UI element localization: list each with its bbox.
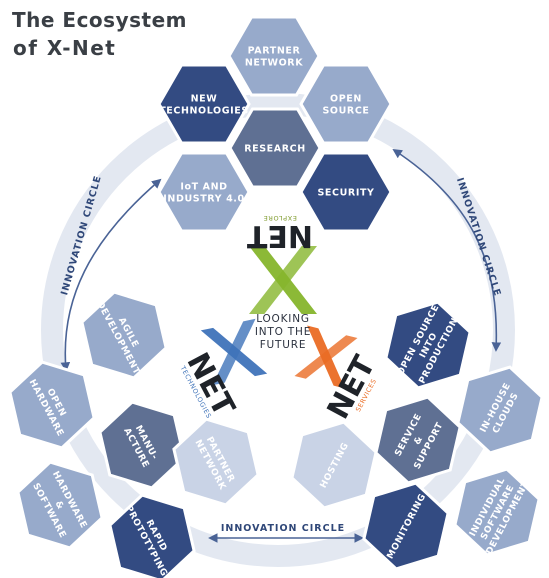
hex-partner-network-tech [172, 417, 260, 507]
innovation-label-bottom: INNOVATION CIRCLE [221, 523, 345, 534]
hex-open-hardware [8, 360, 96, 450]
hex-label-research: RESEARCH [244, 143, 306, 154]
cluster-services [290, 300, 544, 571]
hex-rapid-prototyping [108, 493, 196, 578]
hex-hosting [290, 420, 378, 510]
hex-new-technologies [157, 63, 251, 145]
brand-explore-net: NET [246, 218, 313, 253]
innovation-arrow-left [60, 178, 162, 372]
brand-explore-sub: EXPLORE [263, 214, 297, 222]
hex-individual-software-dev [453, 467, 541, 557]
hex-label-line: & [53, 499, 66, 511]
hex-label-line: & [413, 434, 426, 446]
hex-open-source [299, 63, 393, 145]
hex-label-line: RESEARCH [244, 143, 306, 154]
hex-research [228, 107, 322, 189]
innovation-arrow-right [392, 148, 502, 352]
x-mark-orange [294, 325, 358, 389]
hex-manufacture [98, 400, 186, 490]
diagram-subtitle: of X-Net [13, 36, 117, 60]
hex-iot-industry [157, 151, 251, 233]
diagram-title: The Ecosystem [12, 8, 187, 32]
center-tagline-line: INTO THE [255, 326, 311, 338]
hex-label-line: INDUSTRY 4.0 [163, 193, 244, 204]
center-tagline-line: LOOKING [256, 313, 310, 325]
hex-label-line: OPEN [330, 93, 362, 104]
x-mark-green [249, 246, 317, 314]
hex-label-line: TECHNOLOGIES [159, 105, 249, 116]
hex-open-source-production [384, 300, 472, 390]
hex-in-house-clouds [456, 365, 544, 455]
hex-monitoring [362, 481, 450, 571]
cluster-explore [157, 15, 393, 233]
hex-security [299, 151, 393, 233]
hex-hardware-software [16, 460, 104, 550]
x-net-logo [200, 246, 358, 389]
hex-partner-network [227, 15, 321, 97]
x-mark-blue [200, 318, 268, 386]
center-tagline-line: FUTURE [260, 339, 307, 351]
hex-label-line: PARTNER [248, 45, 301, 56]
hex-label-line: IoT AND [180, 181, 227, 192]
cluster-technologies [8, 290, 260, 578]
hex-label-line: SECURITY [317, 187, 374, 198]
hex-label-line: SOURCE [322, 105, 369, 116]
hex-agile-development [80, 290, 168, 380]
hex-label-line: NEW [191, 93, 218, 104]
hex-label-security: SECURITY [317, 187, 374, 198]
hex-label-line: NETWORK [245, 57, 303, 68]
hex-service-support [374, 395, 462, 485]
